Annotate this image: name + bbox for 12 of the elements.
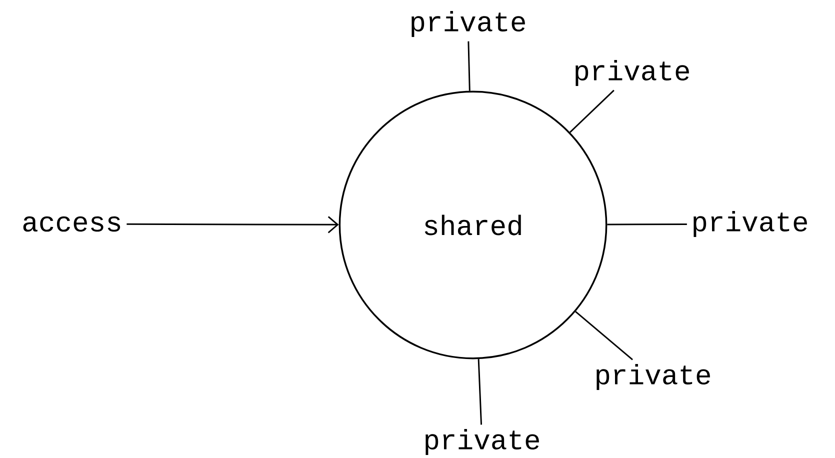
connector-line	[570, 90, 614, 133]
node-label: private	[576, 60, 689, 86]
arrow	[126, 216, 339, 234]
node-label: private	[426, 428, 539, 456]
node-label: access	[23, 216, 120, 232]
connector-line	[478, 359, 482, 425]
connector-line	[607, 224, 687, 226]
node-label: private	[596, 364, 710, 390]
node-label: private	[694, 210, 807, 238]
connector-line	[468, 41, 470, 91]
connector-line	[575, 311, 633, 360]
node-label: private	[412, 10, 525, 38]
